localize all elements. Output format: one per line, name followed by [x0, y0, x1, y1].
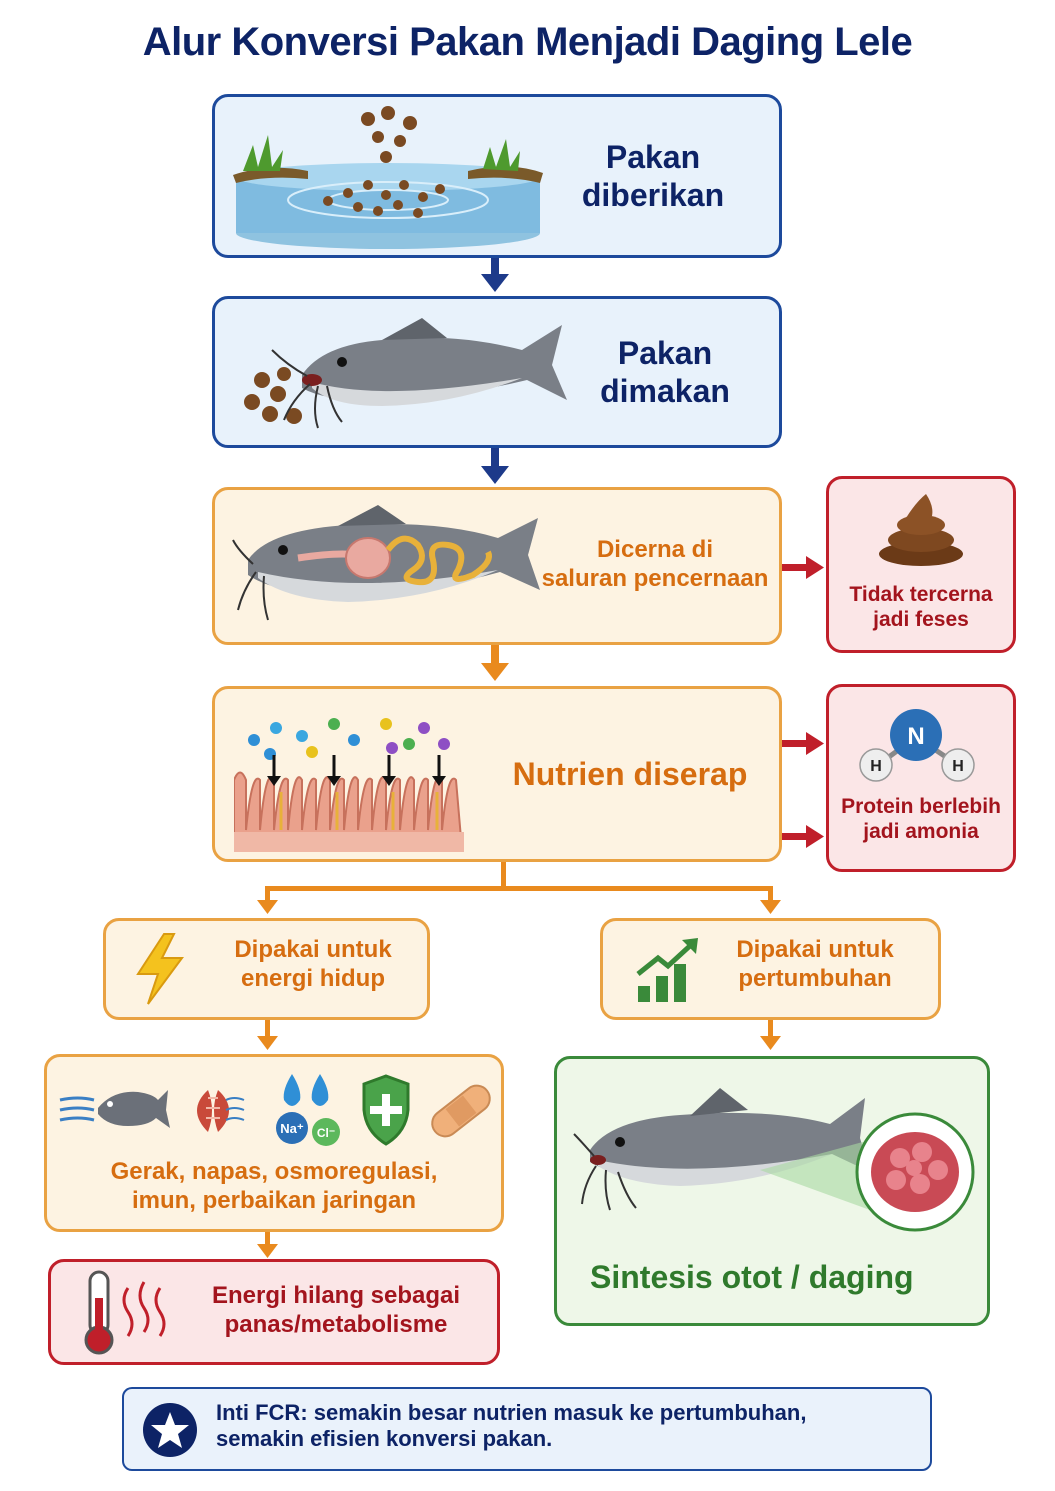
- side-ammonia-label: Protein berlebih jadi amonia: [841, 795, 1001, 844]
- sodium-ion-label: Na⁺: [280, 1121, 304, 1136]
- star-icon: [143, 1403, 197, 1457]
- swimming-fish-icon: [59, 1090, 170, 1128]
- step-energy-lost: [48, 1259, 500, 1365]
- molecule-h-left-label: H: [870, 758, 882, 775]
- intestine-villi-icon: [234, 718, 464, 852]
- growth-chart-icon: [636, 938, 698, 1002]
- step-feed-eaten-label: Pakan dimakan: [600, 335, 730, 410]
- poop-icon: [879, 494, 963, 566]
- fcr-note-text: Inti FCR: semakin besar nutrien masuk ke…: [216, 1400, 807, 1452]
- pond-icon: [233, 106, 543, 249]
- step-growth-use: [600, 918, 941, 1020]
- side-ammonia: [826, 684, 1016, 872]
- catfish-icon: [244, 318, 567, 429]
- step-feed-given-label: Pakan diberikan: [581, 139, 725, 214]
- step-muscle-synthesis-label: Sintesis otot / daging: [590, 1259, 914, 1295]
- catfish-muscle-icon: [573, 1088, 975, 1232]
- fcr-note: [122, 1387, 932, 1471]
- page-title: Alur Konversi Pakan Menjadi Daging Lele: [142, 20, 913, 64]
- molecule-n-label: N: [907, 723, 924, 750]
- step-growth-use-label: Dipakai untuk pertumbuhan: [736, 936, 894, 992]
- step-digested-label: Dicerna di saluran pencernaan: [541, 536, 769, 592]
- step-energy-activities-label: Gerak, napas, osmoregulasi, imun, perbai…: [110, 1158, 438, 1214]
- gill-icon: [197, 1090, 245, 1132]
- heat-waves-icon: [122, 1281, 166, 1337]
- step-energy-lost-label: Energi hilang sebagai panas/metabolisme: [211, 1282, 461, 1338]
- digestive-icon: [232, 505, 540, 621]
- shield-icon: [362, 1074, 410, 1146]
- chloride-ion-label: Cl⁻: [317, 1126, 335, 1140]
- water-drop-icon: Na⁺ Cl⁻: [276, 1074, 340, 1146]
- lightning-icon: [136, 933, 184, 1005]
- activity-icons: Na⁺ Cl⁻: [59, 1074, 491, 1146]
- ammonia-molecule-icon: N H H: [859, 709, 975, 782]
- step-energy-use-label: Dipakai untuk energi hidup: [234, 936, 392, 992]
- molecule-h-right-label: H: [952, 758, 964, 775]
- side-undigested-label: Tidak tercerna jadi feses: [849, 583, 993, 632]
- thermometer-icon: [84, 1270, 166, 1355]
- step-absorbed-label: Nutrien diserap: [512, 756, 748, 792]
- bandage-icon: [431, 1084, 491, 1138]
- step-energy-activities: [44, 1054, 504, 1232]
